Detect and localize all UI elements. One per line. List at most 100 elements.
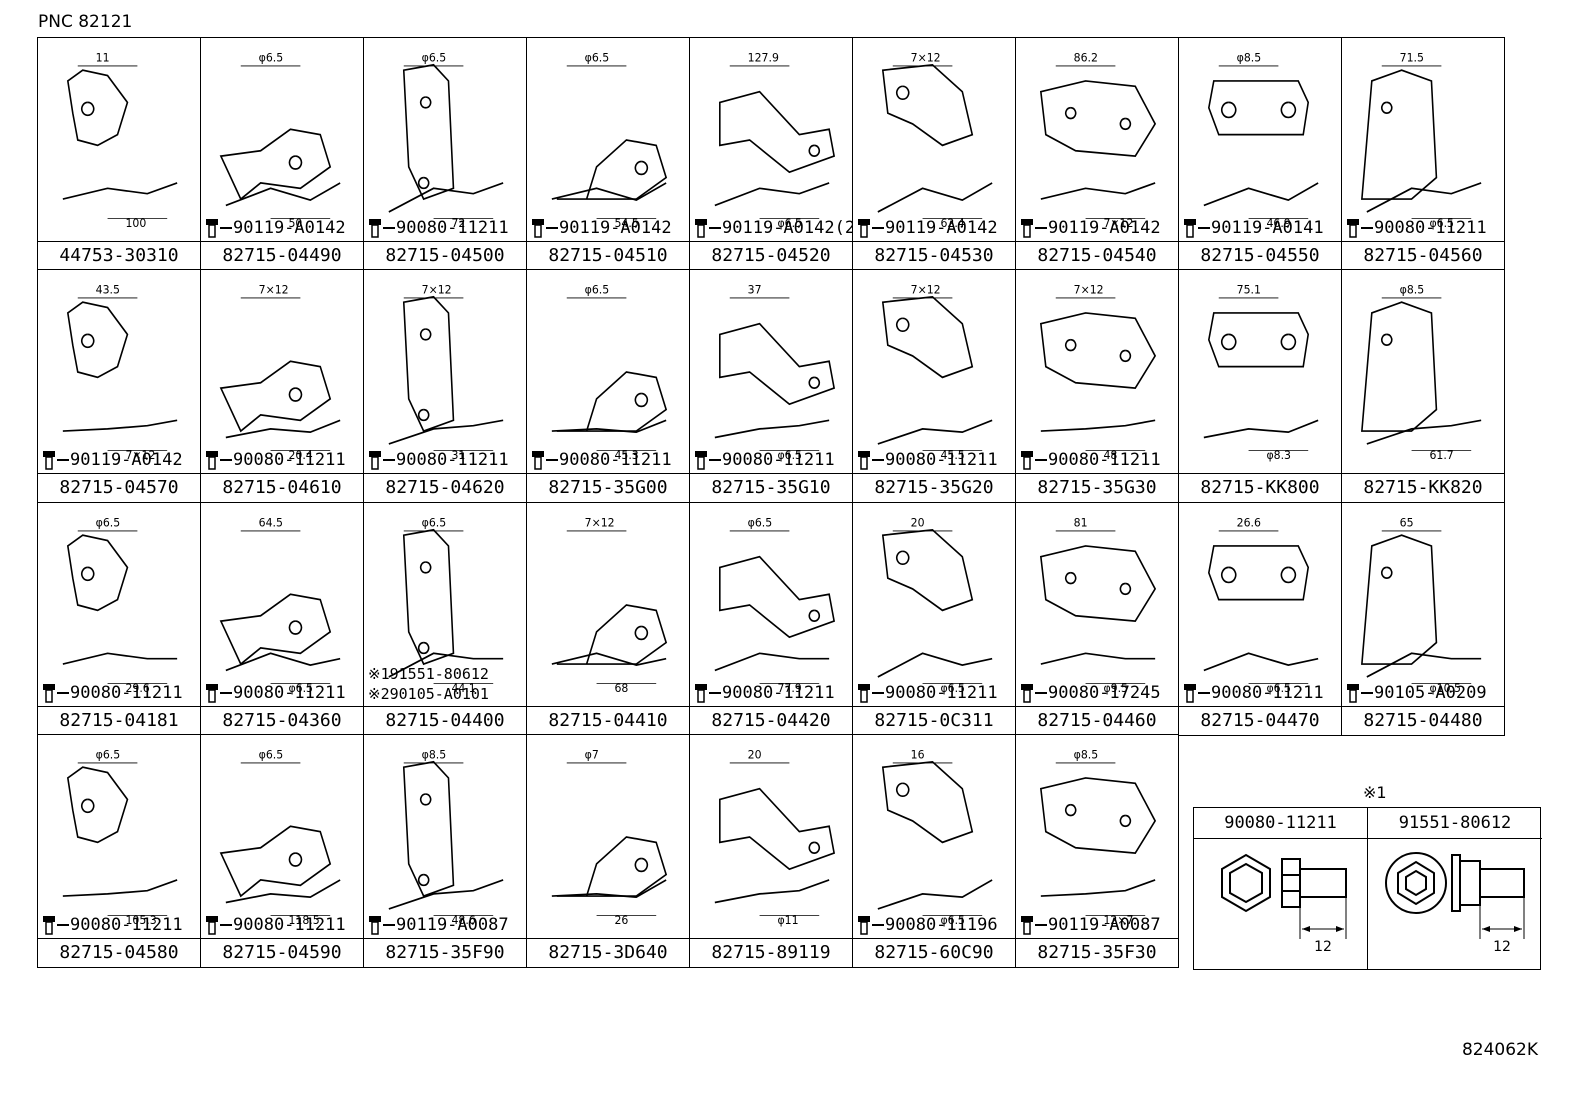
bracket-side-view bbox=[1366, 652, 1482, 678]
bracket-icon: φ6.5 54.5 bbox=[551, 50, 668, 231]
dimension-label: φ6.5 bbox=[96, 515, 121, 530]
fastener-note: ※191551-80612 bbox=[368, 665, 489, 683]
bolt-callout: 90119-A0142 bbox=[531, 218, 672, 238]
bracket-icon: 86.27×12 bbox=[1039, 50, 1157, 230]
dimension-label: φ8.5 bbox=[1074, 747, 1099, 762]
hex-bolt-icon: 12 bbox=[1221, 853, 1347, 955]
bracket-outline bbox=[66, 69, 129, 147]
part-number: 82715-35G20 bbox=[853, 473, 1015, 502]
bracket-side-view bbox=[551, 419, 667, 433]
fastener-note: ※290105-A0101 bbox=[368, 685, 489, 703]
dimension-label: 75.1 bbox=[1237, 282, 1261, 297]
bracket-drawing: 16 φ6.5 bbox=[853, 735, 1015, 939]
bolt-part-number: 90080-11211 bbox=[722, 683, 835, 703]
dimension-label: 86.2 bbox=[1074, 50, 1098, 65]
dimension-label: 54.5 bbox=[614, 216, 638, 231]
flange-bolt-icon: 12 bbox=[1385, 852, 1525, 955]
bracket-side-view bbox=[388, 879, 504, 910]
part-number: 82715-04620 bbox=[364, 473, 526, 502]
dimension-label: φ6.5 bbox=[96, 747, 121, 762]
bracket-icon: φ6.550 bbox=[219, 50, 341, 231]
dimension-label: 50 bbox=[288, 216, 302, 231]
dimension-label: φ6.5 bbox=[940, 913, 965, 928]
bolt-callout: 90119-A0142 bbox=[1020, 218, 1161, 238]
bracket-drawing: φ6.5 54.5 bbox=[527, 38, 689, 242]
bolt-part-number: 90080-11211 bbox=[396, 218, 509, 238]
dimension-label: 48.6 bbox=[451, 913, 475, 928]
dimension-label: 12×7 bbox=[1103, 913, 1133, 928]
bracket-side-view bbox=[1203, 419, 1319, 439]
dimension-label: 127.9 bbox=[748, 50, 779, 65]
bolt-part-number: 90119-A0087 bbox=[396, 915, 509, 935]
bracket-drawing: φ6.5 29.6 bbox=[38, 503, 200, 707]
bracket-outline bbox=[881, 295, 974, 379]
bolt-key-table: 90080-11211 12 91551-80612 bbox=[1193, 807, 1542, 970]
bracket-outline bbox=[1039, 312, 1157, 390]
bolt-part-number: 90119-A0087 bbox=[1048, 915, 1161, 935]
bracket-side-view bbox=[62, 419, 178, 432]
dimension-label: φ8.5 bbox=[422, 747, 447, 762]
dimension-label: φ6.5 bbox=[585, 50, 610, 65]
bracket-side-view bbox=[388, 182, 504, 213]
bracket-outline bbox=[402, 528, 455, 666]
part-number: 82715-35G30 bbox=[1016, 473, 1178, 502]
dimension-label: 16 bbox=[911, 747, 925, 762]
bracket-icon: φ6.5 29.6 bbox=[62, 515, 178, 696]
bracket-side-view bbox=[877, 879, 993, 910]
dimension-label: φ6.5 bbox=[748, 515, 773, 530]
bolt-callout: 90105-A0209 bbox=[1346, 683, 1487, 703]
dimension-label: 29.6 bbox=[125, 681, 149, 696]
part-number: 82715-04400 bbox=[364, 706, 526, 735]
bracket-side-view bbox=[1203, 652, 1319, 672]
bracket-icon: φ8.5 12×7 bbox=[1039, 747, 1157, 928]
part-number: 82715-04590 bbox=[201, 938, 363, 967]
bracket-outline bbox=[1207, 80, 1310, 136]
bolt-icon bbox=[695, 684, 707, 703]
part-number: 82715-04540 bbox=[1016, 241, 1178, 270]
part-number: 82715-04610 bbox=[201, 473, 363, 502]
part-number: 82715-04500 bbox=[364, 241, 526, 270]
bracket-side-view bbox=[551, 182, 667, 202]
bolt-part-number: 90119-A0142 bbox=[559, 218, 672, 238]
